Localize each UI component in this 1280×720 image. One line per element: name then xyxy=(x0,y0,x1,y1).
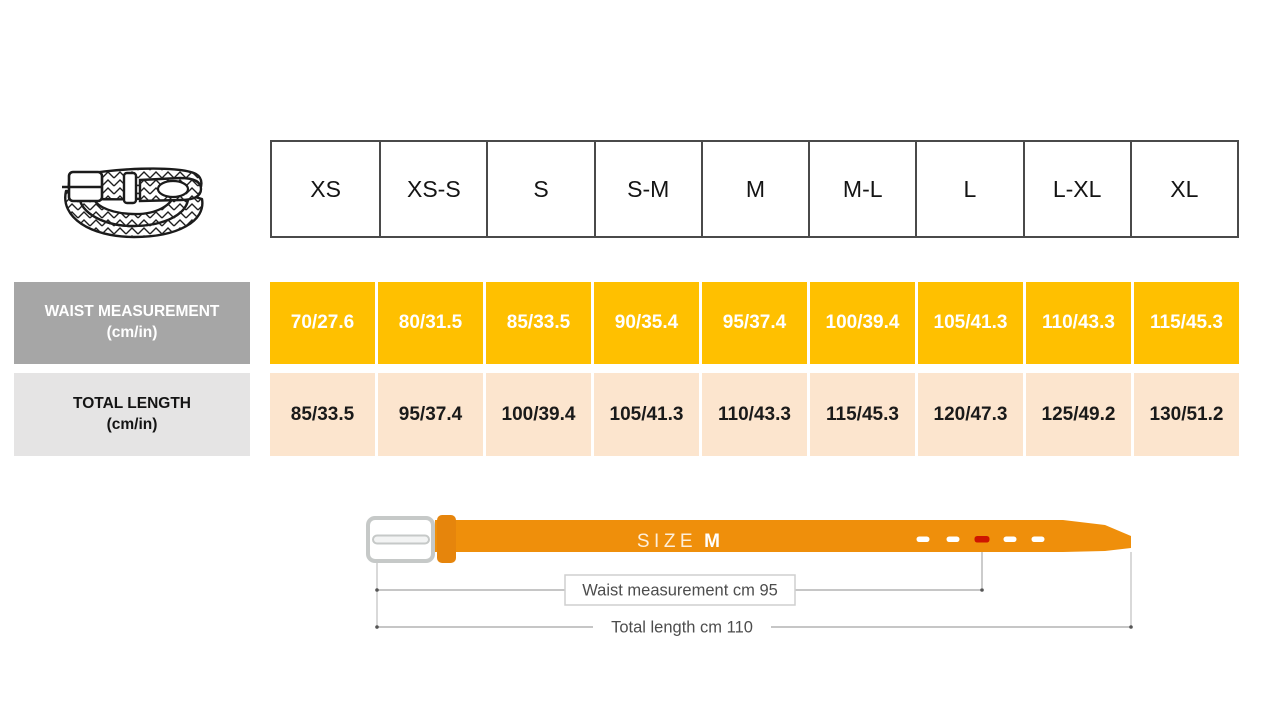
length-value-cell: 120/47.3 xyxy=(918,373,1023,456)
length-value-cell: 85/33.5 xyxy=(270,373,375,456)
size-column-header: M-L xyxy=(808,142,915,236)
length-value-cell: 100/39.4 xyxy=(486,373,591,456)
waist-label-box xyxy=(564,574,796,606)
length-value-cell: 95/37.4 xyxy=(378,373,483,456)
waist-value-cell: 95/37.4 xyxy=(702,282,807,364)
length-value-cell: 105/41.3 xyxy=(594,373,699,456)
dimension-endpoint xyxy=(375,588,379,592)
row-label-line2: (cm/in) xyxy=(106,415,158,433)
size-value-label: M xyxy=(704,531,720,552)
length-value-cell: 130/51.2 xyxy=(1134,373,1239,456)
size-column-header: S-M xyxy=(593,142,701,236)
total-length-label: Total length cm 110 xyxy=(611,619,753,637)
waist-value-cell: 115/45.3 xyxy=(1134,282,1239,364)
total-length-label-bg xyxy=(593,616,771,638)
waist-measurement-row-label: WAIST MEASUREMENT (cm/in) xyxy=(14,282,250,364)
row-label-line2: (cm/in) xyxy=(106,324,158,341)
length-value-cell: 115/45.3 xyxy=(810,373,915,456)
size-header-row: XS XS-S S S-M M M-L L L-XL XL xyxy=(270,140,1239,238)
size-column-header: L xyxy=(915,142,1022,236)
size-column-header: XS xyxy=(310,175,341,202)
waist-value-cell: 110/43.3 xyxy=(1026,282,1131,364)
belt-measurement-diagram: SIZE M Waist measurement cm 95 Total len… xyxy=(366,515,1133,638)
total-length-row-label: TOTAL LENGTH (cm/in) xyxy=(14,373,250,456)
buckle-prong xyxy=(372,534,430,545)
waist-value-cell: 90/35.4 xyxy=(594,282,699,364)
belt-strap xyxy=(435,520,1131,552)
total-length-values-row: 85/33.5 95/37.4 100/39.4 105/41.3 110/43… xyxy=(270,373,1239,456)
dimension-endpoint xyxy=(1129,625,1133,629)
belt-hole-selected xyxy=(974,536,990,543)
belt-hole xyxy=(946,536,960,542)
belt-hole xyxy=(916,536,930,542)
belt-hole xyxy=(1003,536,1017,542)
braided-belt-icon xyxy=(62,167,204,239)
length-value-cell: 125/49.2 xyxy=(1026,373,1131,456)
dimension-endpoint xyxy=(375,625,379,629)
waist-measurement-values-row: 70/27.6 80/31.5 85/33.5 90/35.4 95/37.4 … xyxy=(270,282,1239,364)
row-label-line1: WAIST MEASUREMENT xyxy=(44,303,220,321)
belt-hole xyxy=(1031,536,1045,542)
waist-value-cell: 100/39.4 xyxy=(810,282,915,364)
waist-value-cell: 105/41.3 xyxy=(918,282,1023,364)
belt-loop xyxy=(437,515,456,563)
length-value-cell: 110/43.3 xyxy=(702,373,807,456)
waist-measurement-label: Waist measurement cm 95 xyxy=(582,582,778,600)
size-column-header: XS-S xyxy=(379,142,486,236)
waist-value-cell: 85/33.5 xyxy=(486,282,591,364)
waist-value-cell: 80/31.5 xyxy=(378,282,483,364)
dimension-endpoint xyxy=(980,588,984,592)
size-column-header: XL xyxy=(1129,142,1237,236)
size-column-header: S xyxy=(486,142,593,236)
size-column-header: L-XL xyxy=(1022,142,1130,236)
size-word-label: SIZE xyxy=(637,531,697,552)
row-label-line1: TOTAL LENGTH xyxy=(73,394,191,412)
size-column-header: M xyxy=(700,142,808,236)
waist-value-cell: 70/27.6 xyxy=(270,282,375,364)
